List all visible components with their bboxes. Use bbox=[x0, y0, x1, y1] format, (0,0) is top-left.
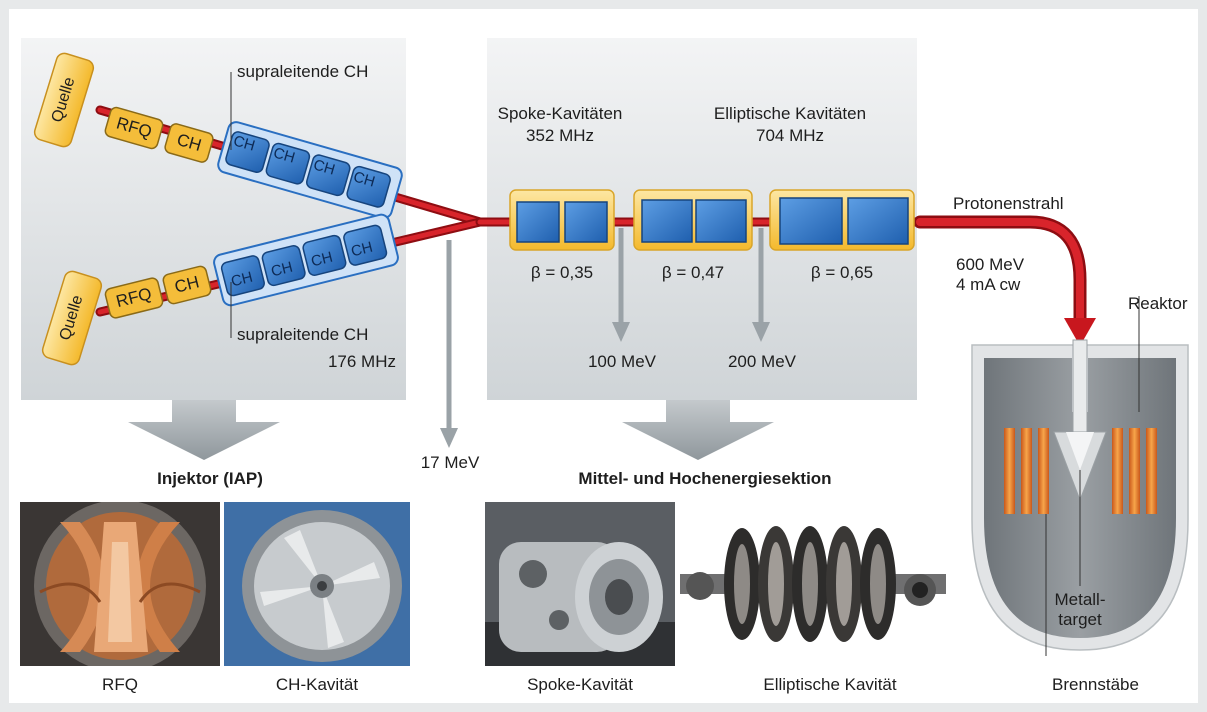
ch-photo-caption: CH-Kavität bbox=[275, 675, 359, 694]
beam-energy: 600 MeV bbox=[956, 255, 1025, 274]
sc-ch-module-lower bbox=[213, 213, 399, 307]
source-lower bbox=[41, 270, 103, 366]
ch-lower bbox=[162, 265, 212, 305]
arrow-200mev bbox=[752, 228, 770, 342]
ch-upper bbox=[164, 123, 214, 163]
metal-target bbox=[1053, 339, 1107, 502]
target-label-line2: target bbox=[1058, 610, 1102, 629]
target-label-line1: Metall- bbox=[1054, 590, 1106, 609]
ch-cavity-photo bbox=[224, 502, 410, 666]
fuel-label: Brennstäbe bbox=[1052, 675, 1139, 694]
beta-1: β = 0,35 bbox=[530, 263, 594, 282]
linac-down-arrow bbox=[622, 400, 774, 460]
beam-arrow-head bbox=[1064, 318, 1096, 346]
rfq-lower bbox=[104, 277, 164, 319]
energy-200: 200 MeV bbox=[727, 352, 797, 371]
elliptical-cavity-photo bbox=[680, 506, 946, 662]
spoke-cavity-photo bbox=[485, 502, 675, 666]
elliptic-cryomodule-1 bbox=[633, 189, 753, 251]
sc-ch-label-bottom: supraleitende CH bbox=[237, 325, 369, 344]
energy-100: 100 MeV bbox=[587, 352, 657, 371]
beta-2: β = 0,47 bbox=[661, 263, 725, 282]
fuel-rods bbox=[1004, 428, 1157, 514]
spoke-title: Spoke-Kavitäten bbox=[497, 104, 623, 123]
reactor-label: Reaktor bbox=[1128, 294, 1188, 313]
injector-down-arrow bbox=[128, 400, 280, 460]
rfq-photo bbox=[20, 502, 220, 666]
arrow-100mev bbox=[612, 228, 630, 342]
energy-17: 17 MeV bbox=[420, 453, 480, 472]
elliptic-frequency: 704 MHz bbox=[755, 126, 825, 145]
spoke-cryomodule bbox=[509, 189, 615, 251]
elliptic-cryomodule-2 bbox=[769, 189, 915, 251]
beam-current: 4 mA cw bbox=[956, 275, 1021, 294]
elliptic-photo-caption: Elliptische Kavität bbox=[763, 675, 897, 694]
beta-3: β = 0,65 bbox=[810, 263, 874, 282]
spoke-photo-caption: Spoke-Kavität bbox=[527, 675, 633, 694]
sc-ch-module-upper bbox=[217, 121, 403, 219]
beam-label: Protonenstrahl bbox=[953, 194, 1064, 213]
arrow-17mev bbox=[440, 240, 458, 448]
spoke-frequency: 352 MHz bbox=[525, 126, 595, 145]
injector-frequency: 176 MHz bbox=[327, 352, 396, 371]
rfq-photo-caption: RFQ bbox=[102, 675, 138, 694]
elliptic-title: Elliptische Kavitäten bbox=[713, 104, 867, 123]
rfq-upper bbox=[104, 106, 164, 150]
section-title: Mittel- und Hochenergiesektion bbox=[578, 469, 832, 488]
sc-ch-label-top: supraleitende CH bbox=[237, 62, 369, 81]
injector-title: Injektor (IAP) bbox=[157, 469, 263, 488]
source-upper bbox=[33, 52, 95, 148]
